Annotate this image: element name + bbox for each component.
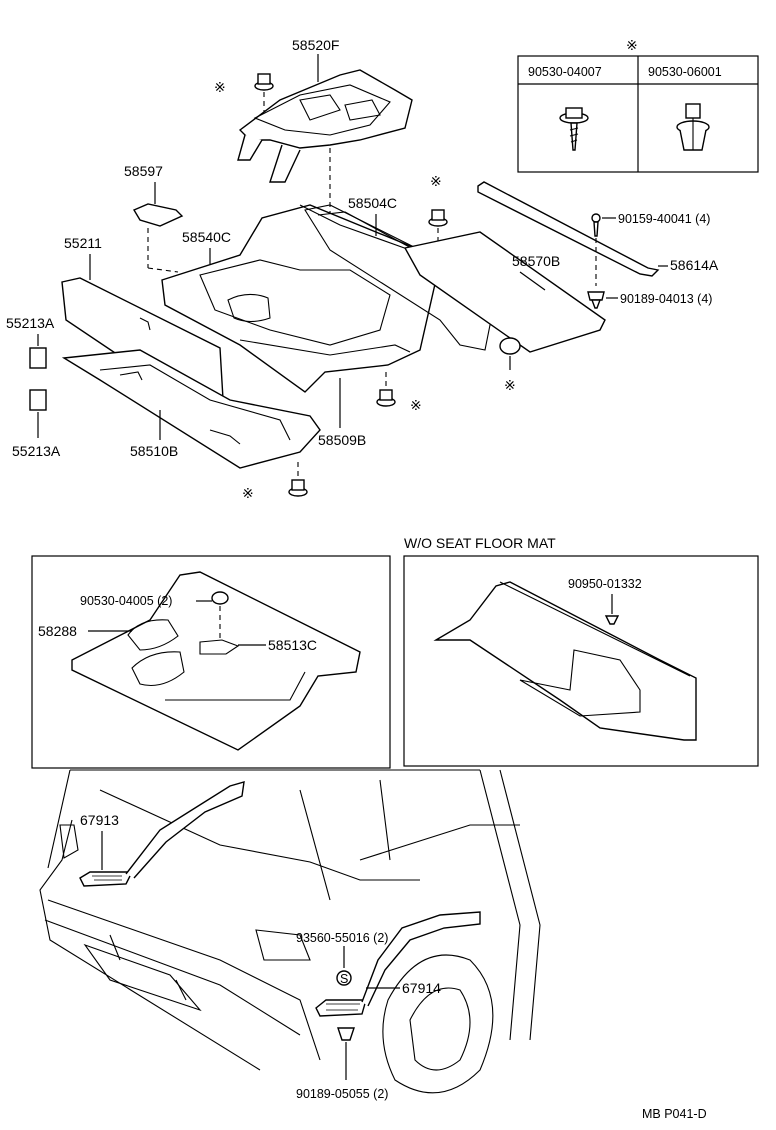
label-90530-04005: 90530-04005 (2) [80,594,172,608]
label-58510b: 58510B [130,443,178,459]
asterisk-mark-icon: ※ [242,485,254,501]
s-symbol-icon: S [340,972,348,986]
part-55213a-top: 55213A [6,315,55,369]
part-58540c: 58540C [161,204,441,393]
fastener-table: 90530-04007 90530-06001 [517,55,759,173]
label-90159-40041: 90159-40041 (4) [618,212,710,226]
clip-fastener-icon [288,479,308,497]
seat-floor-mat-panel: 90530-04005 (2) 58288 58513C [31,555,391,769]
clip-fastener-icon [376,389,396,407]
screw-icon [559,107,589,151]
label-90530-04007: 90530-04007 [528,65,602,79]
label-58509b: 58509B [318,432,366,448]
label-58614a: 58614A [670,257,719,273]
label-58597: 58597 [124,163,163,179]
clip-fastener-icon [254,73,274,91]
label-90530-06001: 90530-06001 [648,65,722,79]
diagram-code: MB P041-D [642,1107,707,1121]
label-55213a-bottom: 55213A [12,443,61,459]
vehicle-rear-illustration: 67913 67914 93560-55016 (2) S 90189-0505… [39,769,541,1101]
label-67914: 67914 [402,980,441,996]
asterisk-mark-icon: ※ [504,377,516,393]
asterisk-mark-icon: ※ [430,173,442,189]
part-67913: 67913 [79,781,245,887]
label-90950-01332: 90950-01332 [568,577,642,591]
part-58597: 58597 [124,163,184,273]
part-90159: 90159-40041 (4) [591,212,710,286]
label-58513c: 58513C [268,637,317,653]
clip-fastener-icon [499,337,521,355]
label-58520f: 58520F [292,37,339,53]
clip-fastener-icon [676,103,710,151]
asterisk-mark-icon: ※ [410,397,422,413]
part-55213a-bottom: 55213A [12,389,61,459]
asterisk-mark-icon: ※ [626,37,638,53]
label-55213a-top: 55213A [6,315,55,331]
part-67914: 67914 [315,911,481,1017]
label-90189-04013: 90189-04013 (4) [620,292,712,306]
label-93560-55016: 93560-55016 (2) [296,931,388,945]
label-58288: 58288 [38,623,77,639]
label-58570b: 58570B [512,253,560,269]
label-55211: 55211 [64,235,102,251]
asterisk-mark-icon: ※ [214,79,226,95]
label-58540c: 58540C [182,229,231,245]
without-seat-floor-mat-panel: W/O SEAT FLOOR MAT 90950-01332 [403,535,759,767]
label-58504c: 58504C [348,195,397,211]
label-67913: 67913 [80,812,119,828]
label-90189-05055: 90189-05055 (2) [296,1087,388,1101]
part-58510b: 58510B [61,349,321,469]
part-58504c: 58504C ※ [304,173,496,351]
part-58509b: 58509B [318,378,366,448]
clip-fastener-icon [428,209,448,227]
wo-seat-floor-mat-title: W/O SEAT FLOOR MAT [404,535,556,551]
part-58570b: 58570B [403,231,606,353]
part-90189-04013: 90189-04013 (4) [587,291,712,309]
part-58614a: 58614A [477,181,719,277]
svg-text:※: ※ [626,37,638,53]
